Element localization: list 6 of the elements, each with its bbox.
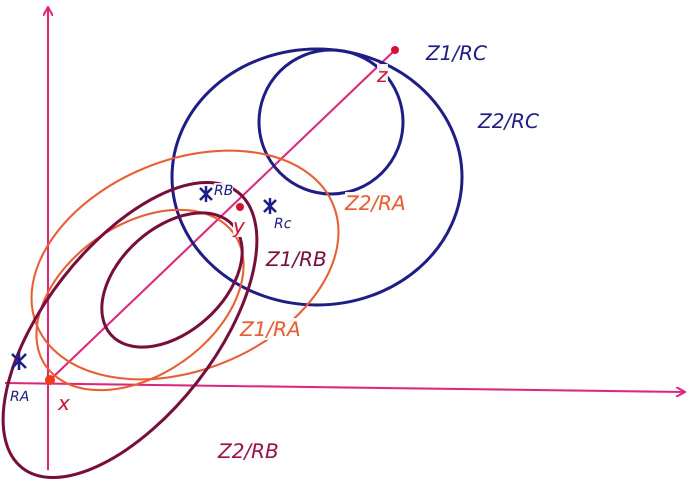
curve-label: Z2/RC [478, 110, 540, 132]
curve-label: Z2/RA [345, 192, 406, 214]
curve-label: Z1/RB [266, 248, 327, 270]
curve-label: Z1/RA [240, 318, 301, 340]
curve-label: Z1/RC [426, 42, 488, 64]
curve-label: Z2/RB [218, 440, 279, 462]
